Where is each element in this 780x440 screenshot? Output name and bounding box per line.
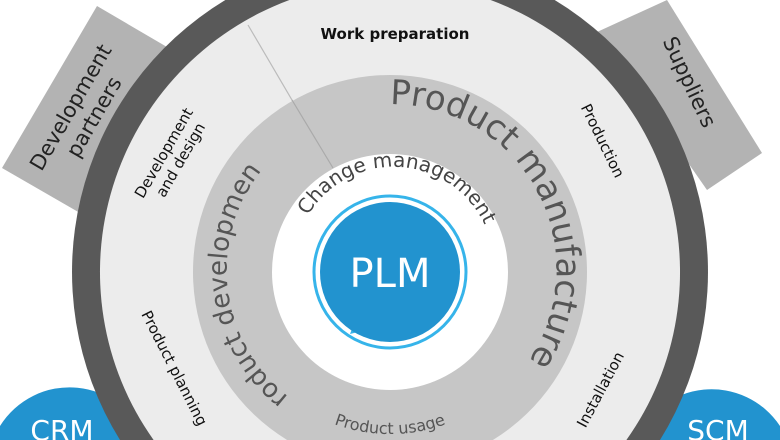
crm-label: CRM bbox=[30, 414, 93, 440]
plm-ring bbox=[312, 194, 468, 350]
development-partners-box bbox=[2, 6, 167, 213]
plm-label: PLM bbox=[350, 251, 431, 297]
plm-circle bbox=[320, 202, 460, 342]
work-preparation-label: Work preparation bbox=[321, 25, 470, 43]
suppliers-box bbox=[597, 0, 762, 190]
divider bbox=[291, 99, 334, 169]
scm-label: SCM bbox=[687, 414, 748, 440]
